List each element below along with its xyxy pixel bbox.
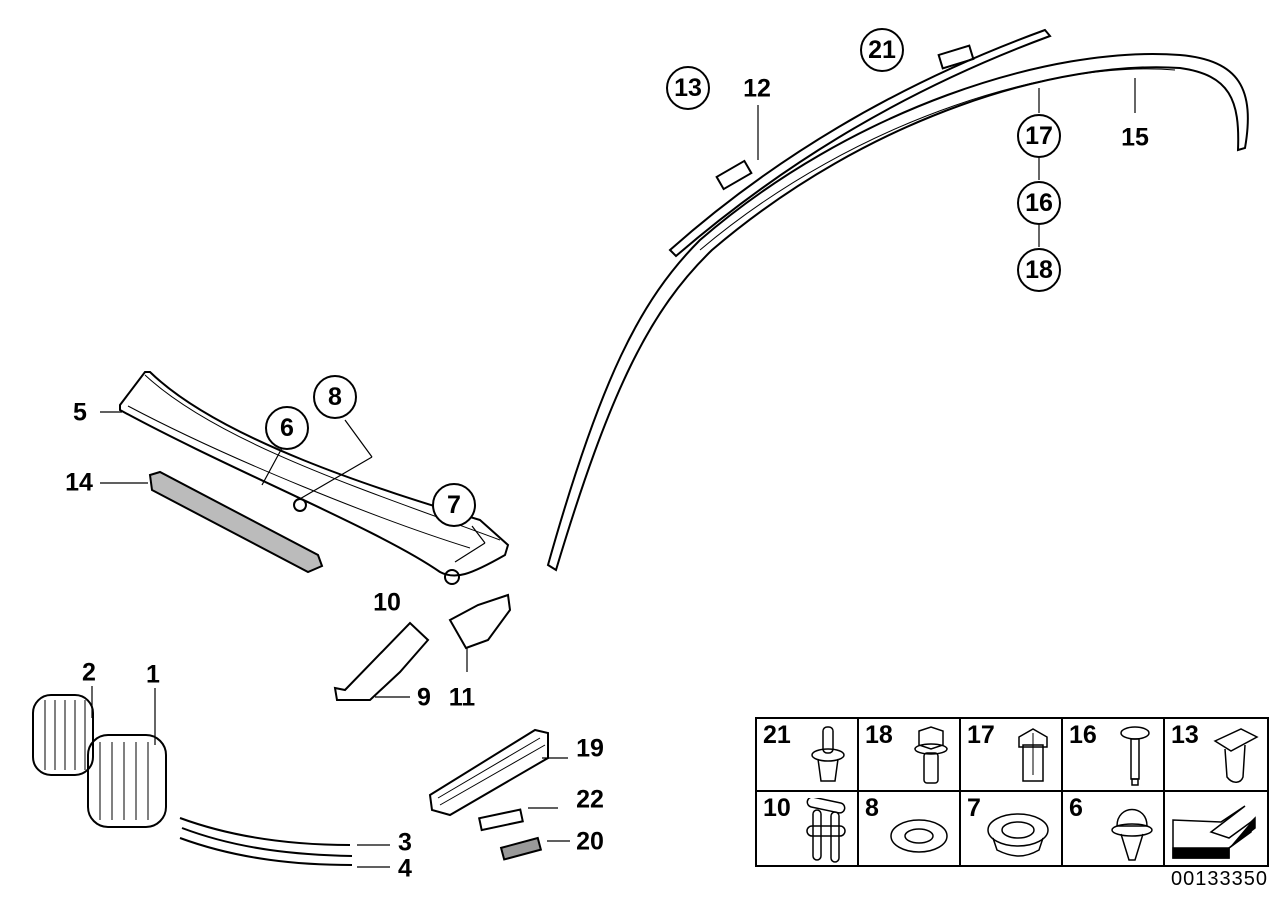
grille-mesh-14 <box>148 470 324 574</box>
callout-6: 6 <box>265 406 309 450</box>
callout-17: 17 <box>1017 114 1061 158</box>
callout-22: 22 <box>576 785 604 814</box>
kidney-grille-1 <box>87 734 167 828</box>
grommet-flat-icon <box>890 819 948 853</box>
callout-3: 3 <box>398 828 412 857</box>
bracket-11 <box>448 593 512 650</box>
part-number: 8 <box>865 794 879 822</box>
expanding-rivet-icon <box>1111 808 1153 861</box>
callout-8: 8 <box>313 375 357 419</box>
clip-nut-icon <box>1018 728 1048 782</box>
spring-clip-icon <box>1213 728 1259 783</box>
bracket-9-10 <box>333 621 430 701</box>
callout-14: 14 <box>65 468 93 497</box>
callout-4: 4 <box>398 854 412 883</box>
callout-2: 2 <box>82 658 96 687</box>
badge-22 <box>478 808 524 832</box>
part-number: 10 <box>763 794 791 822</box>
callout-15: 15 <box>1121 123 1149 152</box>
callout-9: 9 <box>417 683 431 712</box>
callout-12: 12 <box>743 74 771 103</box>
kidney-grille-2 <box>32 694 94 776</box>
table-cell: 17 <box>961 719 1063 792</box>
callout-5: 5 <box>73 398 87 427</box>
push-rivet-icon <box>811 726 845 782</box>
part-number: 7 <box>967 794 981 822</box>
callout-11: 11 <box>448 683 476 712</box>
callout-18: 18 <box>1017 248 1061 292</box>
trim-strip-12 <box>668 28 1052 258</box>
part-number: 16 <box>1069 721 1097 749</box>
callout-21: 21 <box>860 28 904 72</box>
table-cell: 7 <box>961 792 1063 865</box>
table-cell: 8 <box>859 792 961 865</box>
grommet-deep-icon <box>987 813 1049 857</box>
callout-7: 7 <box>432 483 476 527</box>
table-cell: 16 <box>1063 719 1165 792</box>
table-cell: 6 <box>1063 792 1165 865</box>
part-number: 17 <box>967 721 995 749</box>
double-clip-icon <box>806 798 846 863</box>
badge-20 <box>499 836 543 861</box>
table-cell: 21 <box>757 719 859 792</box>
callout-20: 20 <box>576 827 604 856</box>
part-number: 13 <box>1171 721 1199 749</box>
table-cell <box>1165 792 1267 865</box>
vent-grille-19 <box>428 728 549 817</box>
callout-19: 19 <box>576 734 604 763</box>
small-parts-table: 21 18 17 16 13 10 8 7 6 <box>755 717 1269 867</box>
hex-bolt-icon <box>914 726 948 784</box>
table-cell: 13 <box>1165 719 1267 792</box>
table-cell: 18 <box>859 719 961 792</box>
document-number: 00133350 <box>1171 868 1268 890</box>
callout-10: 10 <box>373 588 401 617</box>
pin-screw-icon <box>1120 726 1150 786</box>
part-number: 18 <box>865 721 893 749</box>
callout-16: 16 <box>1017 181 1061 225</box>
callout-1: 1 <box>146 660 160 689</box>
direction-arrow-icon <box>1172 805 1256 859</box>
leader-lines <box>91 78 1136 868</box>
trim-strip-15 <box>546 53 1249 572</box>
trim-strip-3-4 <box>179 817 353 866</box>
callout-13: 13 <box>666 66 710 110</box>
part-number: 21 <box>763 721 791 749</box>
table-cell: 10 <box>757 792 859 865</box>
part-number: 6 <box>1069 794 1083 822</box>
